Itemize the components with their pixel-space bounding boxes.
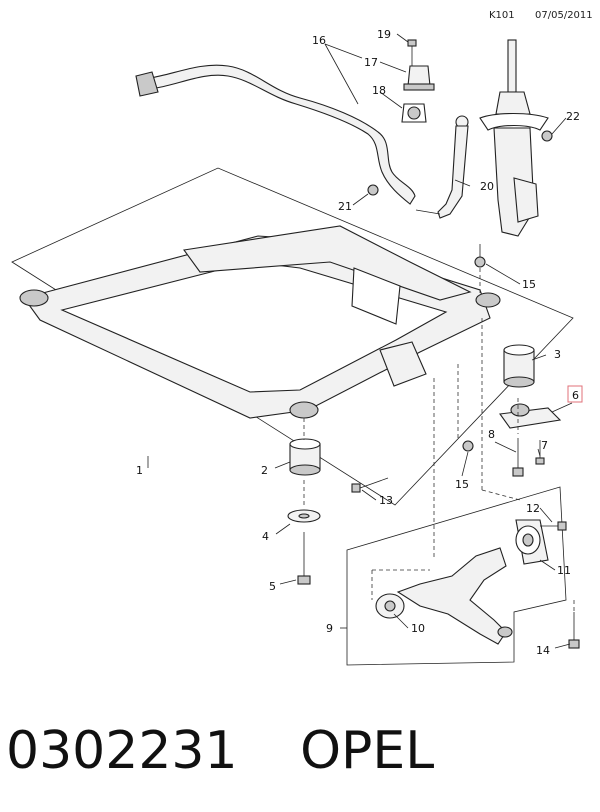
callout-1: 1 [136, 464, 143, 477]
control-arm-rear-bushing [515, 519, 549, 565]
part-number: 0302231 [6, 721, 238, 781]
callout-21: 21 [338, 200, 352, 213]
callout-20: 20 [480, 180, 494, 193]
rear-mount-bushing [503, 344, 535, 388]
callout-9: 9 [326, 622, 333, 635]
bushing-bolt [540, 521, 567, 531]
leader-lines [147, 33, 573, 649]
link-nut [367, 184, 379, 196]
callout-11: 11 [557, 564, 571, 577]
subframe-bolt [351, 477, 389, 493]
callout-19: 19 [377, 28, 391, 41]
bracket-bolt [407, 39, 417, 66]
callout-12: 12 [526, 502, 540, 515]
callout-10: 10 [411, 622, 425, 635]
callout-6: 6 [572, 389, 579, 402]
subframe [19, 225, 501, 419]
ball-joint-bolt [568, 612, 580, 649]
rear-mount-bracket [499, 403, 562, 429]
control-arm-boundary [346, 486, 567, 666]
callout-2: 2 [261, 464, 268, 477]
callout-18: 18 [372, 84, 386, 97]
strut-assembly [479, 39, 553, 237]
callout-15-lower: 15 [455, 478, 469, 491]
callout-16: 16 [312, 34, 326, 47]
callout-15-top: 15 [522, 278, 536, 291]
diagram-date: 07/05/2011 [535, 10, 593, 21]
exploded-parts-diagram: 1 2 3 4 5 6 7 8 9 10 11 12 13 14 15 15 1… [11, 28, 583, 666]
callout-7: 7 [541, 439, 548, 452]
mount-bolt [297, 532, 311, 585]
assembly-lines [303, 268, 575, 612]
bracket-bolt-7 [535, 440, 545, 465]
callout-17: 17 [364, 56, 378, 69]
subframe-nut-lower [462, 440, 474, 452]
mount-washer [287, 509, 321, 523]
callout-5: 5 [269, 580, 276, 593]
callout-14: 14 [536, 644, 550, 657]
control-arm-front-bushing [375, 593, 405, 619]
brand-name: OPEL [300, 721, 435, 781]
callout-13: 13 [379, 494, 393, 507]
diagram-code: K101 [489, 10, 515, 21]
stabilizer-bar [135, 64, 416, 205]
stabilizer-link [415, 115, 469, 219]
stabilizer-bracket [403, 65, 435, 91]
callout-numbers: 1 2 3 4 5 6 7 8 9 10 11 12 13 14 15 15 1… [136, 28, 580, 657]
footer: 0302231 OPEL [6, 706, 596, 796]
stabilizer-bushing [401, 103, 427, 123]
highlight-marker [567, 385, 583, 403]
control-arm [396, 547, 513, 645]
callout-4: 4 [262, 530, 269, 543]
callout-8: 8 [488, 428, 495, 441]
subframe-boundary [11, 167, 574, 506]
callout-3: 3 [554, 348, 561, 361]
front-mount-bushing [289, 438, 321, 476]
rear-mount-bolt [512, 438, 524, 477]
callout-22: 22 [566, 110, 580, 123]
subframe-stud-nut [474, 244, 486, 268]
